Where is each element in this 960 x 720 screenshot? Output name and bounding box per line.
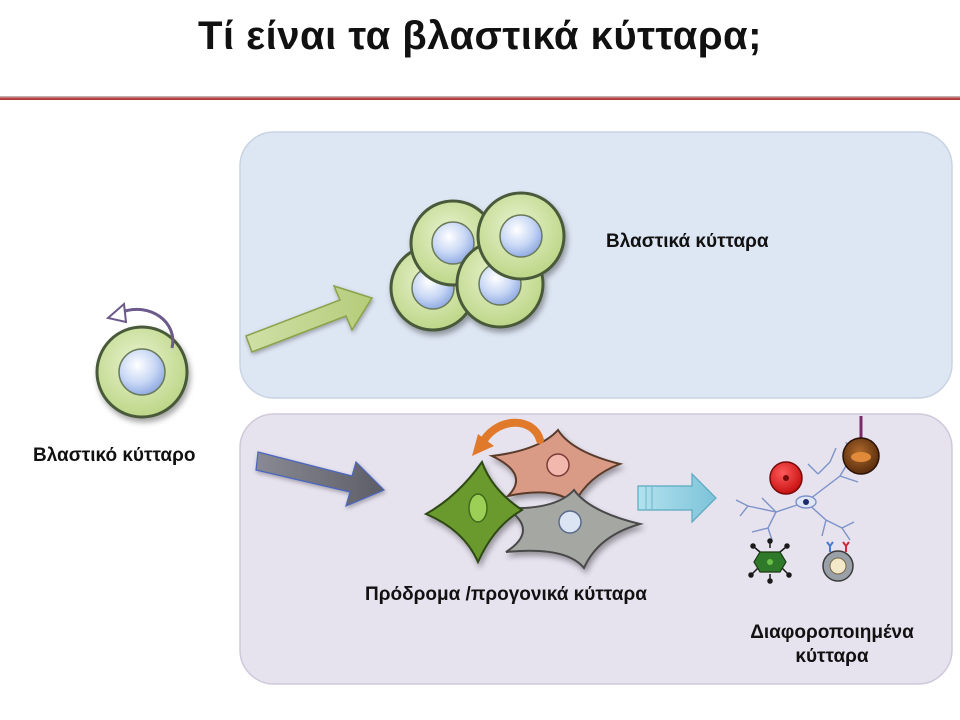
progenitor-cell-pink [488, 428, 624, 506]
maturation-arrow-icon [637, 472, 717, 524]
progenitor-cells [423, 428, 644, 570]
progenitor-cell-gray [502, 488, 644, 570]
stem-cells-panel [239, 131, 953, 399]
progenitor-cells-label: Πρόδρομα /προγονικά κύτταρα [365, 584, 647, 605]
title-divider [0, 96, 960, 100]
single-stem-cell [95, 325, 189, 419]
differentiated-label-line2: κύτταρα [795, 646, 869, 667]
slide-title: Τί είναι τα βλαστικά κύτταρα; [198, 14, 762, 58]
differentiated-label-line1: Διαφοροποιημένα [750, 622, 914, 643]
self-renewal-arrow-icon [105, 301, 175, 349]
b-cell-icon [822, 541, 854, 582]
stem-cells-label: Βλαστικά κύτταρα [606, 231, 769, 252]
pigment-cell-icon [842, 416, 880, 475]
immune-cell-icon [748, 538, 792, 584]
differentiated-cells [735, 416, 880, 584]
cluster-cell [476, 191, 566, 281]
proliferation-arrow-icon [245, 284, 374, 353]
stem-cell-label: Βλαστικό κύτταρο [33, 445, 195, 466]
differentiation-arrow-icon [255, 451, 386, 508]
red-blood-cell-icon [769, 461, 803, 495]
stem-cell-cluster [389, 191, 566, 332]
progenitor-cell-green [423, 459, 524, 565]
progenitor-renewal-arrow-icon [472, 418, 544, 456]
